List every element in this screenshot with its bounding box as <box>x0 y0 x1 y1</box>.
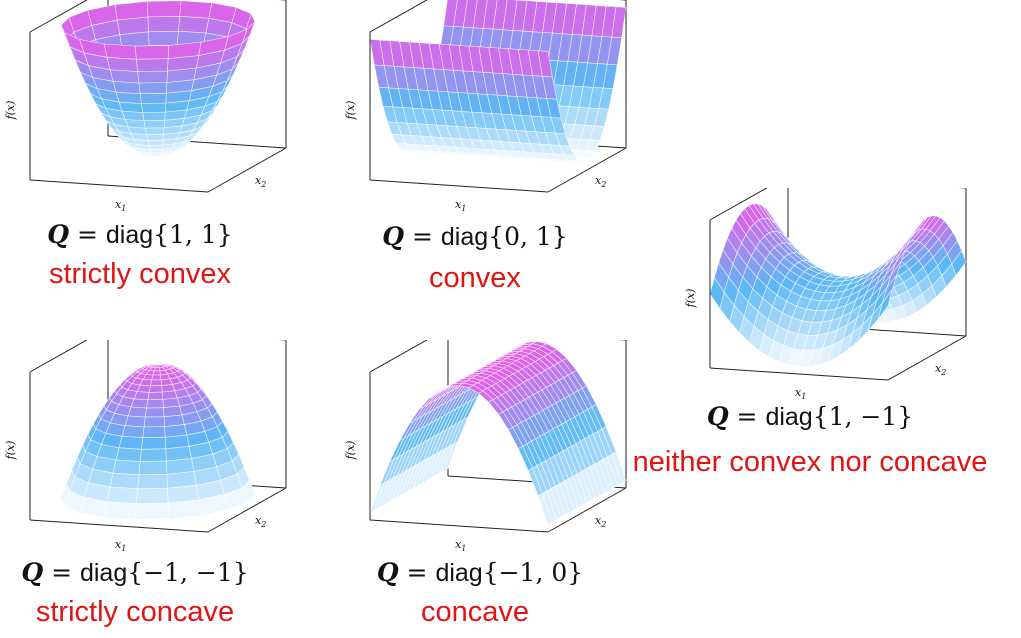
axis-label-f: f(x) <box>684 289 697 309</box>
panel-strictly-convex: f(x) x1 x2 Q = diag{1, 1} strictly convex <box>0 0 300 300</box>
surface-plot-saddle: f(x) x1 x2 <box>684 188 967 401</box>
surface-mesh <box>709 203 967 367</box>
surface-patch <box>134 502 170 520</box>
surface-patch <box>147 139 164 146</box>
surface-patch <box>179 0 213 19</box>
surface-patch <box>142 111 166 122</box>
surface-patch <box>135 487 169 505</box>
axis-label-x2: x2 <box>255 174 266 189</box>
axis-label-x2: x2 <box>935 362 946 377</box>
surface-patch <box>133 391 150 401</box>
surface-patch <box>106 486 138 505</box>
surface-patch <box>137 473 168 490</box>
surface-patch <box>178 15 210 34</box>
panel-convex: f(x) x1 x2 Q = diag{0, 1} convex <box>340 0 640 300</box>
surface-patch <box>167 499 202 520</box>
axis-label-x1: x1 <box>455 198 466 213</box>
surface-patch <box>112 80 141 95</box>
surface-patch <box>124 415 146 428</box>
surface-patch <box>121 425 145 439</box>
surface-patch <box>103 43 137 60</box>
axis-label-x1: x1 <box>795 386 806 401</box>
q-equation: Q = diag{−1, −1} <box>21 558 249 587</box>
surface-patch <box>148 144 163 150</box>
surface-patch <box>109 472 140 490</box>
axis-label-x2: x2 <box>595 174 606 189</box>
surface-mesh <box>369 341 627 526</box>
q-equation: Q = diag{1, 1} <box>47 220 233 249</box>
surface-patch <box>147 15 181 33</box>
panel-neither: f(x) x1 x2 Q = diag{1, −1} neither convex … <box>633 188 1020 488</box>
axis-label-x1: x1 <box>455 538 466 553</box>
surface-patch <box>134 45 170 60</box>
surface-patch <box>109 69 140 84</box>
surface-patch <box>137 70 168 84</box>
surface-patch <box>130 398 149 409</box>
surface-patch <box>143 119 165 129</box>
surface-patch <box>144 407 165 418</box>
surface-patch <box>103 501 137 520</box>
surface-patch <box>147 391 164 401</box>
classification-label: strictly concave <box>35 596 235 628</box>
axis-label-x2: x2 <box>595 514 606 529</box>
axis-label-f: f(x) <box>344 441 357 461</box>
surface-patch <box>149 379 162 387</box>
surface-patch <box>138 460 168 476</box>
surface-patch <box>112 459 141 476</box>
classification-label: concave <box>420 596 529 628</box>
surface-patch <box>139 448 167 462</box>
surface-patch <box>146 133 164 141</box>
surface-patch <box>146 399 164 409</box>
panel-concave: f(x) x1 x2 Q = diag{−1, 0} concave <box>340 340 640 638</box>
surface-patch <box>115 447 142 462</box>
surface-patch <box>118 435 144 450</box>
classification-label: neither convex nor concave <box>632 446 988 478</box>
surface-plot-trough: f(x) x1 x2 <box>344 0 627 213</box>
surface-patch <box>148 30 179 47</box>
q-equation: Q = diag{−1, 0} <box>376 558 584 587</box>
axis-label-f: f(x) <box>4 441 17 461</box>
surface-patch <box>877 289 893 320</box>
surface-patch <box>138 82 168 95</box>
surface-patch <box>139 92 167 104</box>
surface-mesh <box>60 0 256 158</box>
classification-label: strictly convex <box>48 258 232 290</box>
surface-patch <box>141 436 167 450</box>
surface-patch <box>144 127 165 136</box>
surface-patch <box>127 406 147 418</box>
surface-patch <box>148 385 163 393</box>
panel-strictly-concave: f(x) x1 x2 Q = diag{−1, −1} strictly conca… <box>0 340 300 638</box>
surface-mesh <box>60 362 256 520</box>
q-equation: Q = diag{1, −1} <box>706 402 914 431</box>
surface-patch <box>149 148 162 153</box>
surface-patch <box>143 416 165 428</box>
axis-label-x2: x2 <box>255 514 266 529</box>
surface-patch <box>141 102 167 113</box>
axis-label-f: f(x) <box>4 101 17 121</box>
surface-patch <box>146 0 182 18</box>
surface-patch <box>537 493 553 526</box>
surface-mesh <box>369 0 627 164</box>
surface-plot-bowl: f(x) x1 x2 <box>4 0 287 213</box>
surface-patch <box>142 426 166 439</box>
surface-patch <box>106 56 138 72</box>
classification-label: convex <box>429 262 521 294</box>
q-equation: Q = diag{0, 1} <box>382 222 568 251</box>
surface-patch <box>135 58 169 72</box>
surface-patch <box>537 50 553 78</box>
axis-label-f: f(x) <box>344 101 357 121</box>
surface-plot-dome: f(x) x1 x2 <box>4 340 287 553</box>
axis-label-x1: x1 <box>115 198 126 213</box>
surface-plot-ridge: f(x) x1 x2 <box>344 340 627 553</box>
axis-label-x1: x1 <box>115 538 126 553</box>
